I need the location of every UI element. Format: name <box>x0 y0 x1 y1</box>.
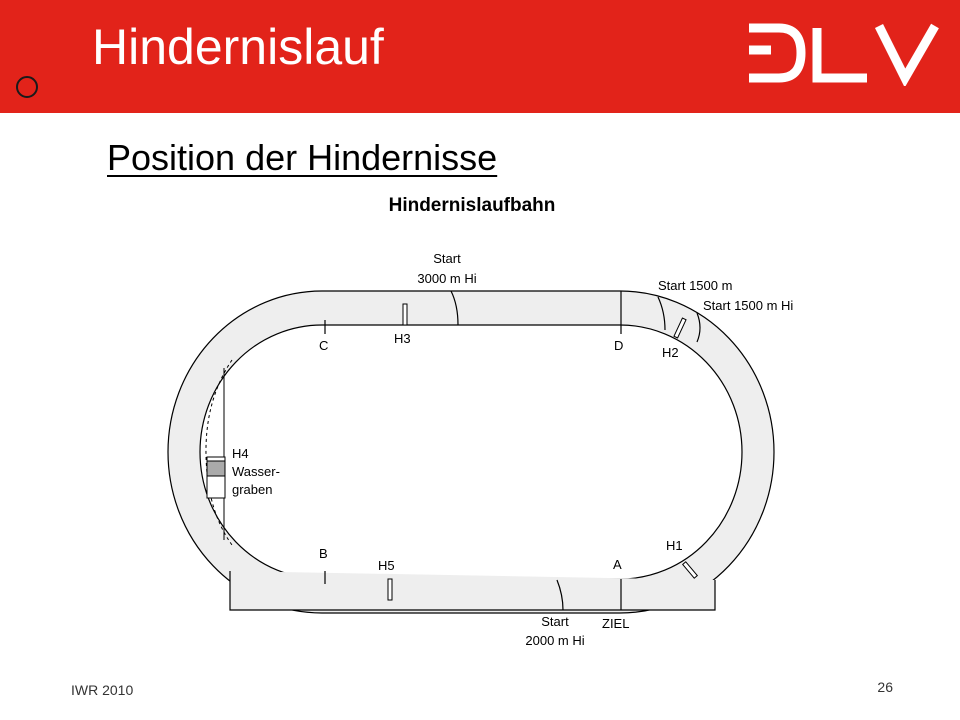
page-number: 26 <box>877 679 893 695</box>
label-start-3000-line2: 3000 m Hi <box>417 271 476 286</box>
label-graben: graben <box>232 482 272 497</box>
hurdle-h5 <box>387 578 393 601</box>
start-line-2000 <box>556 579 564 611</box>
label-d: D <box>614 338 623 353</box>
label-c: C <box>319 338 328 353</box>
start-line-1500-hi <box>696 312 701 343</box>
label-h1: H1 <box>666 538 683 553</box>
label-h2: H2 <box>662 345 679 360</box>
start-line-1500 <box>657 296 666 331</box>
label-ziel: ZIEL <box>602 616 629 631</box>
hurdle-h1 <box>681 561 699 579</box>
header-bar: Hindernislauf <box>0 0 960 113</box>
section-heading: Position der Hindernisse <box>107 137 498 178</box>
footer-label: IWR 2010 <box>71 682 134 698</box>
label-b: B <box>319 546 328 561</box>
hurdle-h2 <box>673 317 687 339</box>
label-h5: H5 <box>378 558 395 573</box>
dlv-logo-icon <box>749 23 939 86</box>
label-a: A <box>613 557 622 572</box>
label-start-1500: Start 1500 m <box>658 278 732 293</box>
label-start-1500-hi: Start 1500 m Hi <box>703 298 793 313</box>
label-h4: H4 <box>232 446 249 461</box>
diagram-title: Hindernislaufbahn <box>389 195 556 216</box>
water-jump-pit <box>206 460 226 477</box>
circle-icon <box>16 76 38 98</box>
start-line-3000 <box>450 290 459 326</box>
label-wasser: Wasser- <box>232 464 280 479</box>
hurdle-h4 <box>206 456 226 462</box>
label-start-3000-line1: Start <box>433 251 461 266</box>
label-h3: H3 <box>394 331 411 346</box>
finish-straight <box>229 571 716 611</box>
hurdle-h3 <box>402 303 408 326</box>
label-start-2000-line2: 2000 m Hi <box>525 633 584 648</box>
slide-title: Hindernislauf <box>92 19 384 75</box>
label-start-2000-line1: Start <box>541 614 569 629</box>
